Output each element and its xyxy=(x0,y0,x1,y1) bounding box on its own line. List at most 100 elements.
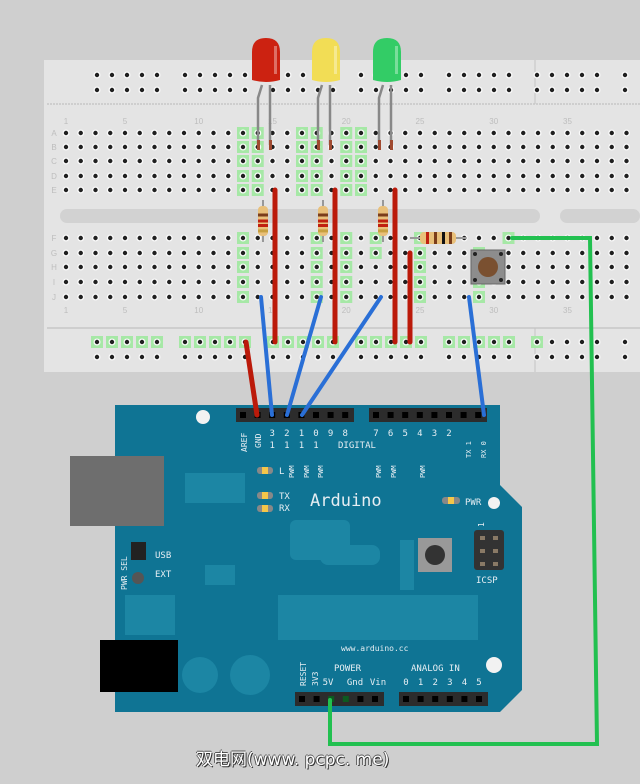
breadboard-hole xyxy=(152,235,157,241)
breadboard-hole xyxy=(181,158,187,164)
breadboard-hole xyxy=(344,144,349,150)
breadboard-hole xyxy=(226,235,231,241)
breadboard-hole xyxy=(358,250,364,256)
breadboard-hole xyxy=(240,144,246,150)
resistor-band xyxy=(318,213,328,217)
breadboard-hole xyxy=(78,235,83,241)
column-number: 30 xyxy=(489,306,498,315)
breadboard-hole xyxy=(344,158,349,164)
breadboard-hole xyxy=(521,294,526,300)
pin-label: 3 xyxy=(269,429,274,439)
breadboard-hole xyxy=(344,173,349,179)
breadboard-hole xyxy=(609,173,614,179)
led-label-tx: TX xyxy=(279,492,290,502)
breadboard-hole xyxy=(373,354,379,360)
wire-blue-pin11 xyxy=(300,295,383,417)
breadboard-hole xyxy=(418,87,424,93)
breadboard-hole xyxy=(299,158,305,164)
breadboard-hole xyxy=(285,72,291,78)
breadboard-hole xyxy=(358,339,364,345)
breadboard-hole xyxy=(417,294,423,300)
pin-label-aref: AREF xyxy=(240,433,249,452)
analog-pin-label: 0 xyxy=(403,678,408,688)
breadboard-hole xyxy=(108,158,113,164)
breadboard-hole xyxy=(579,87,585,93)
arduino-reset-button-cap[interactable] xyxy=(425,545,445,565)
power-pin-label: Gnd xyxy=(347,678,363,688)
breadboard-hole xyxy=(491,339,497,345)
breadboard-hole xyxy=(196,235,201,241)
breadboard-hole xyxy=(534,87,540,93)
pushbutton-cap[interactable] xyxy=(478,257,498,277)
usb-label: USB xyxy=(155,551,171,561)
resistor-band xyxy=(378,229,388,233)
breadboard-hole xyxy=(580,144,585,150)
breadboard-hole xyxy=(534,72,540,78)
breadboard-hole xyxy=(124,354,130,360)
breadboard-hole xyxy=(212,354,218,360)
breadboard-hole xyxy=(403,130,408,136)
breadboard-hole xyxy=(535,144,541,150)
pwm-label: PWM xyxy=(288,465,296,478)
breadboard-hole xyxy=(624,130,629,136)
breadboard-hole xyxy=(152,294,157,300)
breadboard-hole xyxy=(462,173,467,179)
breadboard-hole xyxy=(182,72,188,78)
icsp-label: ICSP xyxy=(476,576,498,586)
breadboard-hole xyxy=(152,158,157,164)
breadboard-hole xyxy=(403,144,408,150)
mount-hole-bottom xyxy=(486,657,502,673)
breadboard-hole xyxy=(388,294,393,300)
breadboard-hole xyxy=(226,158,231,164)
breadboard-hole xyxy=(535,130,541,136)
breadboard-hole xyxy=(240,294,246,300)
column-number: 35 xyxy=(563,117,572,126)
led-label-pwr: PWR xyxy=(465,498,482,508)
breadboard-hole xyxy=(285,279,290,285)
breadboard-hole xyxy=(565,264,570,270)
breadboard-hole xyxy=(446,87,452,93)
header-pin xyxy=(313,696,320,702)
breadboard-hole xyxy=(358,354,364,360)
breadboard-hole xyxy=(580,279,585,285)
breadboard-hole xyxy=(181,294,187,300)
breadboard-hole xyxy=(622,87,628,93)
pwr-sel-jumper[interactable] xyxy=(131,542,146,560)
breadboard-hole xyxy=(564,87,570,93)
breadboard-hole xyxy=(432,144,437,150)
breadboard-hole xyxy=(622,339,628,345)
breadboard-hole xyxy=(521,279,526,285)
breadboard-hole xyxy=(565,158,570,164)
breadboard-hole xyxy=(609,187,614,193)
breadboard-hole xyxy=(447,279,452,285)
breadboard-hole xyxy=(137,279,142,285)
green-led xyxy=(373,38,401,82)
breadboard-hole xyxy=(181,264,187,270)
breadboard-hole xyxy=(506,87,512,93)
breadboard-hole xyxy=(373,235,378,241)
breadboard-hole xyxy=(373,144,378,150)
header-pin xyxy=(432,696,439,702)
breadboard-hole xyxy=(242,87,248,93)
breadboard-hole xyxy=(403,294,408,300)
led-lead-cathode xyxy=(256,84,264,145)
breadboard-hole xyxy=(476,187,482,193)
breadboard-hole xyxy=(506,250,511,256)
breadboard-hole xyxy=(506,264,511,270)
breadboard-hole xyxy=(403,354,409,360)
breadboard-hole xyxy=(446,354,452,360)
resistor-band xyxy=(378,219,388,223)
column-number: 20 xyxy=(342,306,351,315)
breadboard-hole xyxy=(255,158,260,164)
breadboard-hole xyxy=(622,354,628,360)
breadboard-hole xyxy=(314,294,319,300)
breadboard-hole xyxy=(506,130,511,136)
breadboard-hole xyxy=(491,158,496,164)
breadboard-hole xyxy=(181,250,187,256)
analog-pin-label: 2 xyxy=(432,678,437,688)
breadboard-hole xyxy=(211,187,216,193)
breadboard-hole xyxy=(565,144,570,150)
header-pin xyxy=(372,696,378,702)
